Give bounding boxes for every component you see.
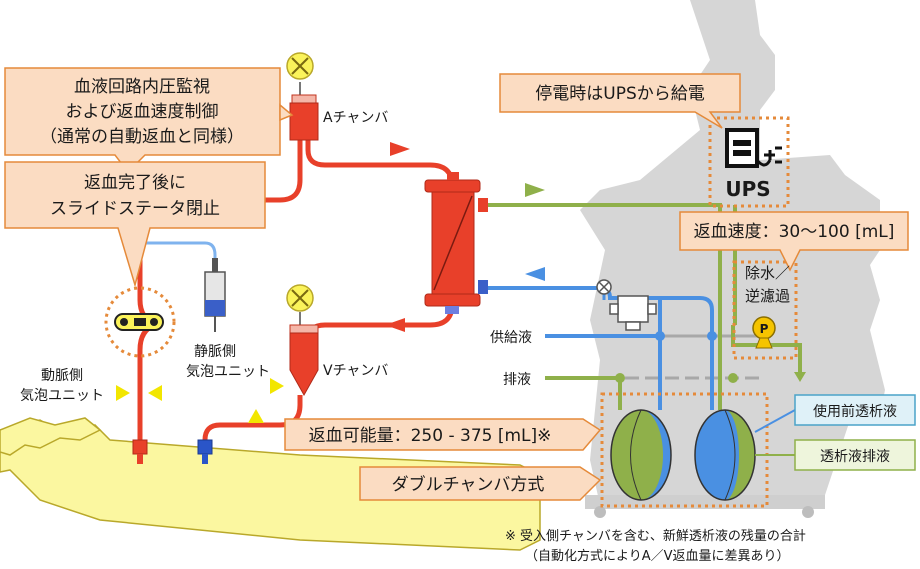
callout-return-capacity-text: 返血可能量：250 - 375 [mL]※ xyxy=(309,426,552,446)
saline-line xyxy=(145,241,217,270)
venous-arrow-right-icon xyxy=(270,378,284,394)
patient-fingers xyxy=(0,417,102,456)
box-dialysate-drain-text: 透析液排液 xyxy=(820,449,890,465)
dialyzer xyxy=(424,172,488,314)
arterial-arrow-right-icon xyxy=(116,385,130,401)
label-arterial-bubble-2: 気泡ユニット xyxy=(20,388,104,404)
callout-slide-line2: スライドステータ閉止 xyxy=(50,199,220,219)
double-chamber-right xyxy=(694,409,756,501)
machine-wheel-right xyxy=(802,506,814,518)
callout-return-speed-text: 返血速度：30～100 [mL] xyxy=(694,222,895,242)
valve-unit-icon xyxy=(596,279,657,331)
arterial-needle-tip xyxy=(137,454,143,464)
callout-pressure-line2: および返血速度制御 xyxy=(66,102,219,122)
pressure-lamp-a-icon xyxy=(286,52,314,95)
callout-double-chamber-text: ダブルチャンバ方式 xyxy=(392,474,545,495)
v-chamber xyxy=(289,324,319,397)
venous-blood-line xyxy=(202,395,303,455)
arterial-needle xyxy=(132,439,148,455)
callout-pressure-line3: （通常の自動返血と同様） xyxy=(40,127,244,147)
uf-arrow-down-icon xyxy=(794,372,806,382)
label-venous-bubble-1: 静脈側 xyxy=(194,344,236,360)
callout-double-chamber xyxy=(359,466,602,501)
ups-icon-label: UPS xyxy=(725,177,770,201)
pump-letter: P xyxy=(760,322,769,336)
arterial-arrow-left-icon xyxy=(148,385,162,401)
label-uf-1: 除水／ xyxy=(745,264,790,282)
box-dialysate-drain xyxy=(794,439,916,471)
label-venous-bubble-2: 気泡ユニット xyxy=(186,364,270,380)
callout-pressure-line1: 血液回路内圧監視 xyxy=(74,77,210,97)
callout-slide-stator xyxy=(4,161,266,288)
a-chamber xyxy=(289,94,319,141)
chamber-to-pre-box-line xyxy=(754,409,796,433)
box-pre-dialysate-text: 使用前透析液 xyxy=(813,403,897,420)
label-arterial-bubble-1: 動脈側 xyxy=(41,368,83,384)
label-a-chamber: Aチャンバ xyxy=(323,110,388,126)
drain-junction-right xyxy=(728,373,738,383)
slide-stator-highlight xyxy=(104,286,176,358)
blood-line-a-to-dialyzer xyxy=(305,140,455,186)
label-drain: 排液 xyxy=(503,372,531,388)
footnote-line1: ※ 受入側チャンバを含む、新鮮透析液の残量の合計 xyxy=(505,528,806,544)
drain-junction xyxy=(615,373,625,383)
uf-pump-icon xyxy=(732,260,798,360)
dialysate-blue-branch xyxy=(660,296,714,410)
flow-arrow-dialysate-in-icon xyxy=(525,183,545,197)
pressure-lamp-v-icon xyxy=(286,284,314,325)
venous-needle-tip xyxy=(202,454,208,464)
double-chamber-left xyxy=(610,409,672,501)
venous-needle xyxy=(197,439,213,455)
dialysate-inlet-line xyxy=(485,203,722,410)
footnote-line2: （自動化方式によりA／V返血量に差異あり） xyxy=(525,548,790,564)
callout-return-speed xyxy=(679,211,909,272)
ups-icon xyxy=(708,116,790,208)
slide-stator-clamp-icon xyxy=(114,313,164,331)
callout-slide-line1: 返血完了後に xyxy=(84,173,186,193)
label-v-chamber: Vチャンバ xyxy=(323,363,388,379)
venous-bubble-syringe-icon xyxy=(204,258,226,332)
callout-ups-text: 停電時はUPSから給電 xyxy=(535,84,705,104)
supply-junction-right xyxy=(707,331,717,341)
box-pre-dialysate xyxy=(794,394,916,426)
callout-return-capacity xyxy=(284,418,602,451)
supply-junction xyxy=(655,331,665,341)
double-chamber-highlight xyxy=(600,392,769,508)
label-supply: 供給液 xyxy=(490,330,532,346)
blood-line-dialyzer-to-v xyxy=(305,304,455,341)
flow-arrow-a-icon xyxy=(390,142,410,156)
flow-arrow-dialysate-out-icon xyxy=(525,267,545,281)
venous-arrow-up-icon xyxy=(248,409,264,423)
flow-arrow-v-icon xyxy=(385,318,405,332)
machine-wheel-left xyxy=(594,506,606,518)
callout-ups xyxy=(499,73,741,129)
label-uf-2: 逆濾過 xyxy=(745,287,790,305)
